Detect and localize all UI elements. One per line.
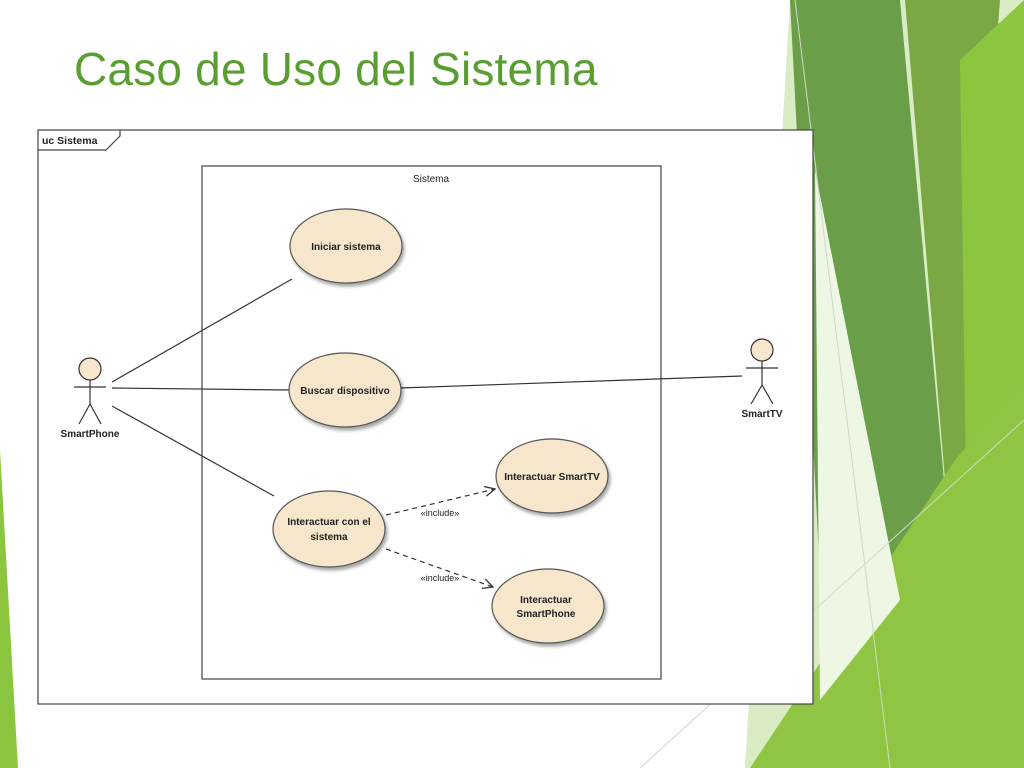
- usecase-interactuar-smartphone-label-line1: Interactuar: [520, 595, 572, 606]
- frame-label: uc Sistema: [42, 135, 98, 147]
- include-edge-phone: [385, 548, 493, 587]
- actor-smartphone: SmartPhone: [61, 357, 120, 440]
- bg-thin-line-1: [794, 0, 891, 768]
- usecase-buscar-dispositivo-label: Buscar dispositivo: [300, 386, 389, 397]
- actor-smartphone-leg-right: [89, 403, 102, 425]
- uml-frame: [37, 129, 814, 705]
- slide-title: Caso de Uso del Sistema: [74, 43, 598, 95]
- actor-smartphone-leg-left: [78, 403, 91, 425]
- actor-smartphone-label: SmartPhone: [61, 429, 120, 440]
- uml-frame-tab: [38, 130, 121, 151]
- usecase-interactuar-smartphone-ellipse: [491, 568, 605, 644]
- include-label-tv: «include»: [421, 508, 460, 518]
- actor-smarttv: SmartTV: [741, 338, 783, 420]
- usecase-iniciar-sistema-label: Iniciar sistema: [311, 242, 381, 253]
- usecase-buscar-dispositivo: Buscar dispositivo: [288, 352, 402, 428]
- actor-smartphone-head: [78, 357, 102, 381]
- bg-shape-pale: [815, 170, 900, 700]
- include-label-phone: «include»: [421, 573, 460, 583]
- usecase-interactuar-smarttv-ellipse: [495, 438, 609, 514]
- usecase-interactuar-smarttv: Interactuar SmartTV: [495, 438, 609, 514]
- usecase-interactuar-smartphone: Interactuar SmartPhone: [491, 568, 605, 644]
- usecase-interactuar-sistema-label-line1: Interactuar con el: [287, 517, 371, 528]
- usecase-interactuar-smarttv-label: Interactuar SmartTV: [504, 472, 600, 483]
- bg-thin-line-2: [639, 419, 1024, 768]
- usecase-interactuar-smartphone-label-line2: SmartPhone: [517, 609, 576, 620]
- include-edge-tv: [385, 489, 495, 516]
- bg-shape-left-strip: [0, 450, 18, 768]
- system-boundary-label: Sistema: [413, 174, 450, 185]
- usecase-interactuar-sistema-ellipse: [272, 490, 386, 568]
- association-buscar-smarttv: [399, 375, 743, 389]
- actor-smarttv-leg-left: [750, 384, 763, 405]
- association-smartphone-interactuar: [111, 405, 275, 497]
- actor-smarttv-head: [750, 338, 774, 362]
- usecase-iniciar-sistema-ellipse: [289, 208, 403, 284]
- system-boundary: [201, 165, 662, 680]
- association-smartphone-iniciar: [111, 278, 293, 383]
- association-smartphone-buscar: [111, 387, 291, 391]
- usecase-interactuar-sistema-label-line2: sistema: [310, 532, 348, 543]
- usecase-iniciar-sistema: Iniciar sistema: [289, 208, 403, 284]
- actor-smarttv-leg-right: [761, 384, 774, 405]
- usecase-interactuar-sistema: Interactuar con el sistema: [272, 490, 386, 568]
- actor-smarttv-label: SmartTV: [741, 409, 782, 420]
- usecase-buscar-dispositivo-ellipse: [288, 352, 402, 428]
